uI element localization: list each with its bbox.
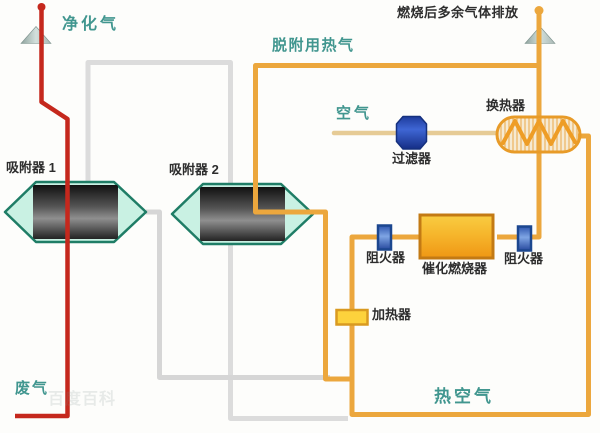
adsorber-1-vessel	[3, 180, 148, 244]
pipe-gray-adsorber-loop	[85, 60, 348, 421]
pipe-end-cap	[37, 3, 46, 11]
filter-body	[395, 115, 428, 150]
label-adsorber-1: 吸附器 1	[6, 160, 56, 175]
adsorber-2-vessel	[170, 182, 315, 246]
pipe-waste-gas-red	[15, 3, 70, 419]
vent-arrow-icon-left	[20, 26, 52, 44]
label-flame-arrester-right: 阻火器	[504, 251, 544, 266]
pipe-orange-hot-gas	[253, 6, 591, 417]
label-heater: 加热器	[372, 307, 412, 322]
label-flame-arrester-left: 阻火器	[366, 250, 406, 265]
pipe-end-cap	[534, 6, 544, 15]
label-catalytic-combustor: 催化燃烧器	[422, 261, 488, 276]
flame-arrester-right-body	[516, 225, 533, 252]
label-adsorber-2: 吸附器 2	[169, 162, 219, 177]
label-exhaust-top: 燃烧后多余气体排放	[397, 5, 519, 20]
label-hot-air: 热空气	[434, 387, 494, 406]
label-purified-gas: 净化气	[62, 16, 120, 33]
label-filter: 过滤器	[392, 151, 432, 166]
watermark-baidu-baike: 百度百科	[48, 391, 117, 408]
catalytic-combustor-body	[418, 213, 495, 260]
label-heat-exchanger: 换热器	[486, 98, 526, 113]
heater-body	[335, 308, 369, 326]
heat-exchanger-coil	[495, 115, 582, 154]
label-waste-gas: 废气	[15, 380, 50, 397]
label-air-inlet: 空气	[336, 105, 373, 122]
label-desorption-hot-gas: 脱附用热气	[272, 37, 355, 54]
flame-arrester-left-body	[376, 224, 393, 251]
